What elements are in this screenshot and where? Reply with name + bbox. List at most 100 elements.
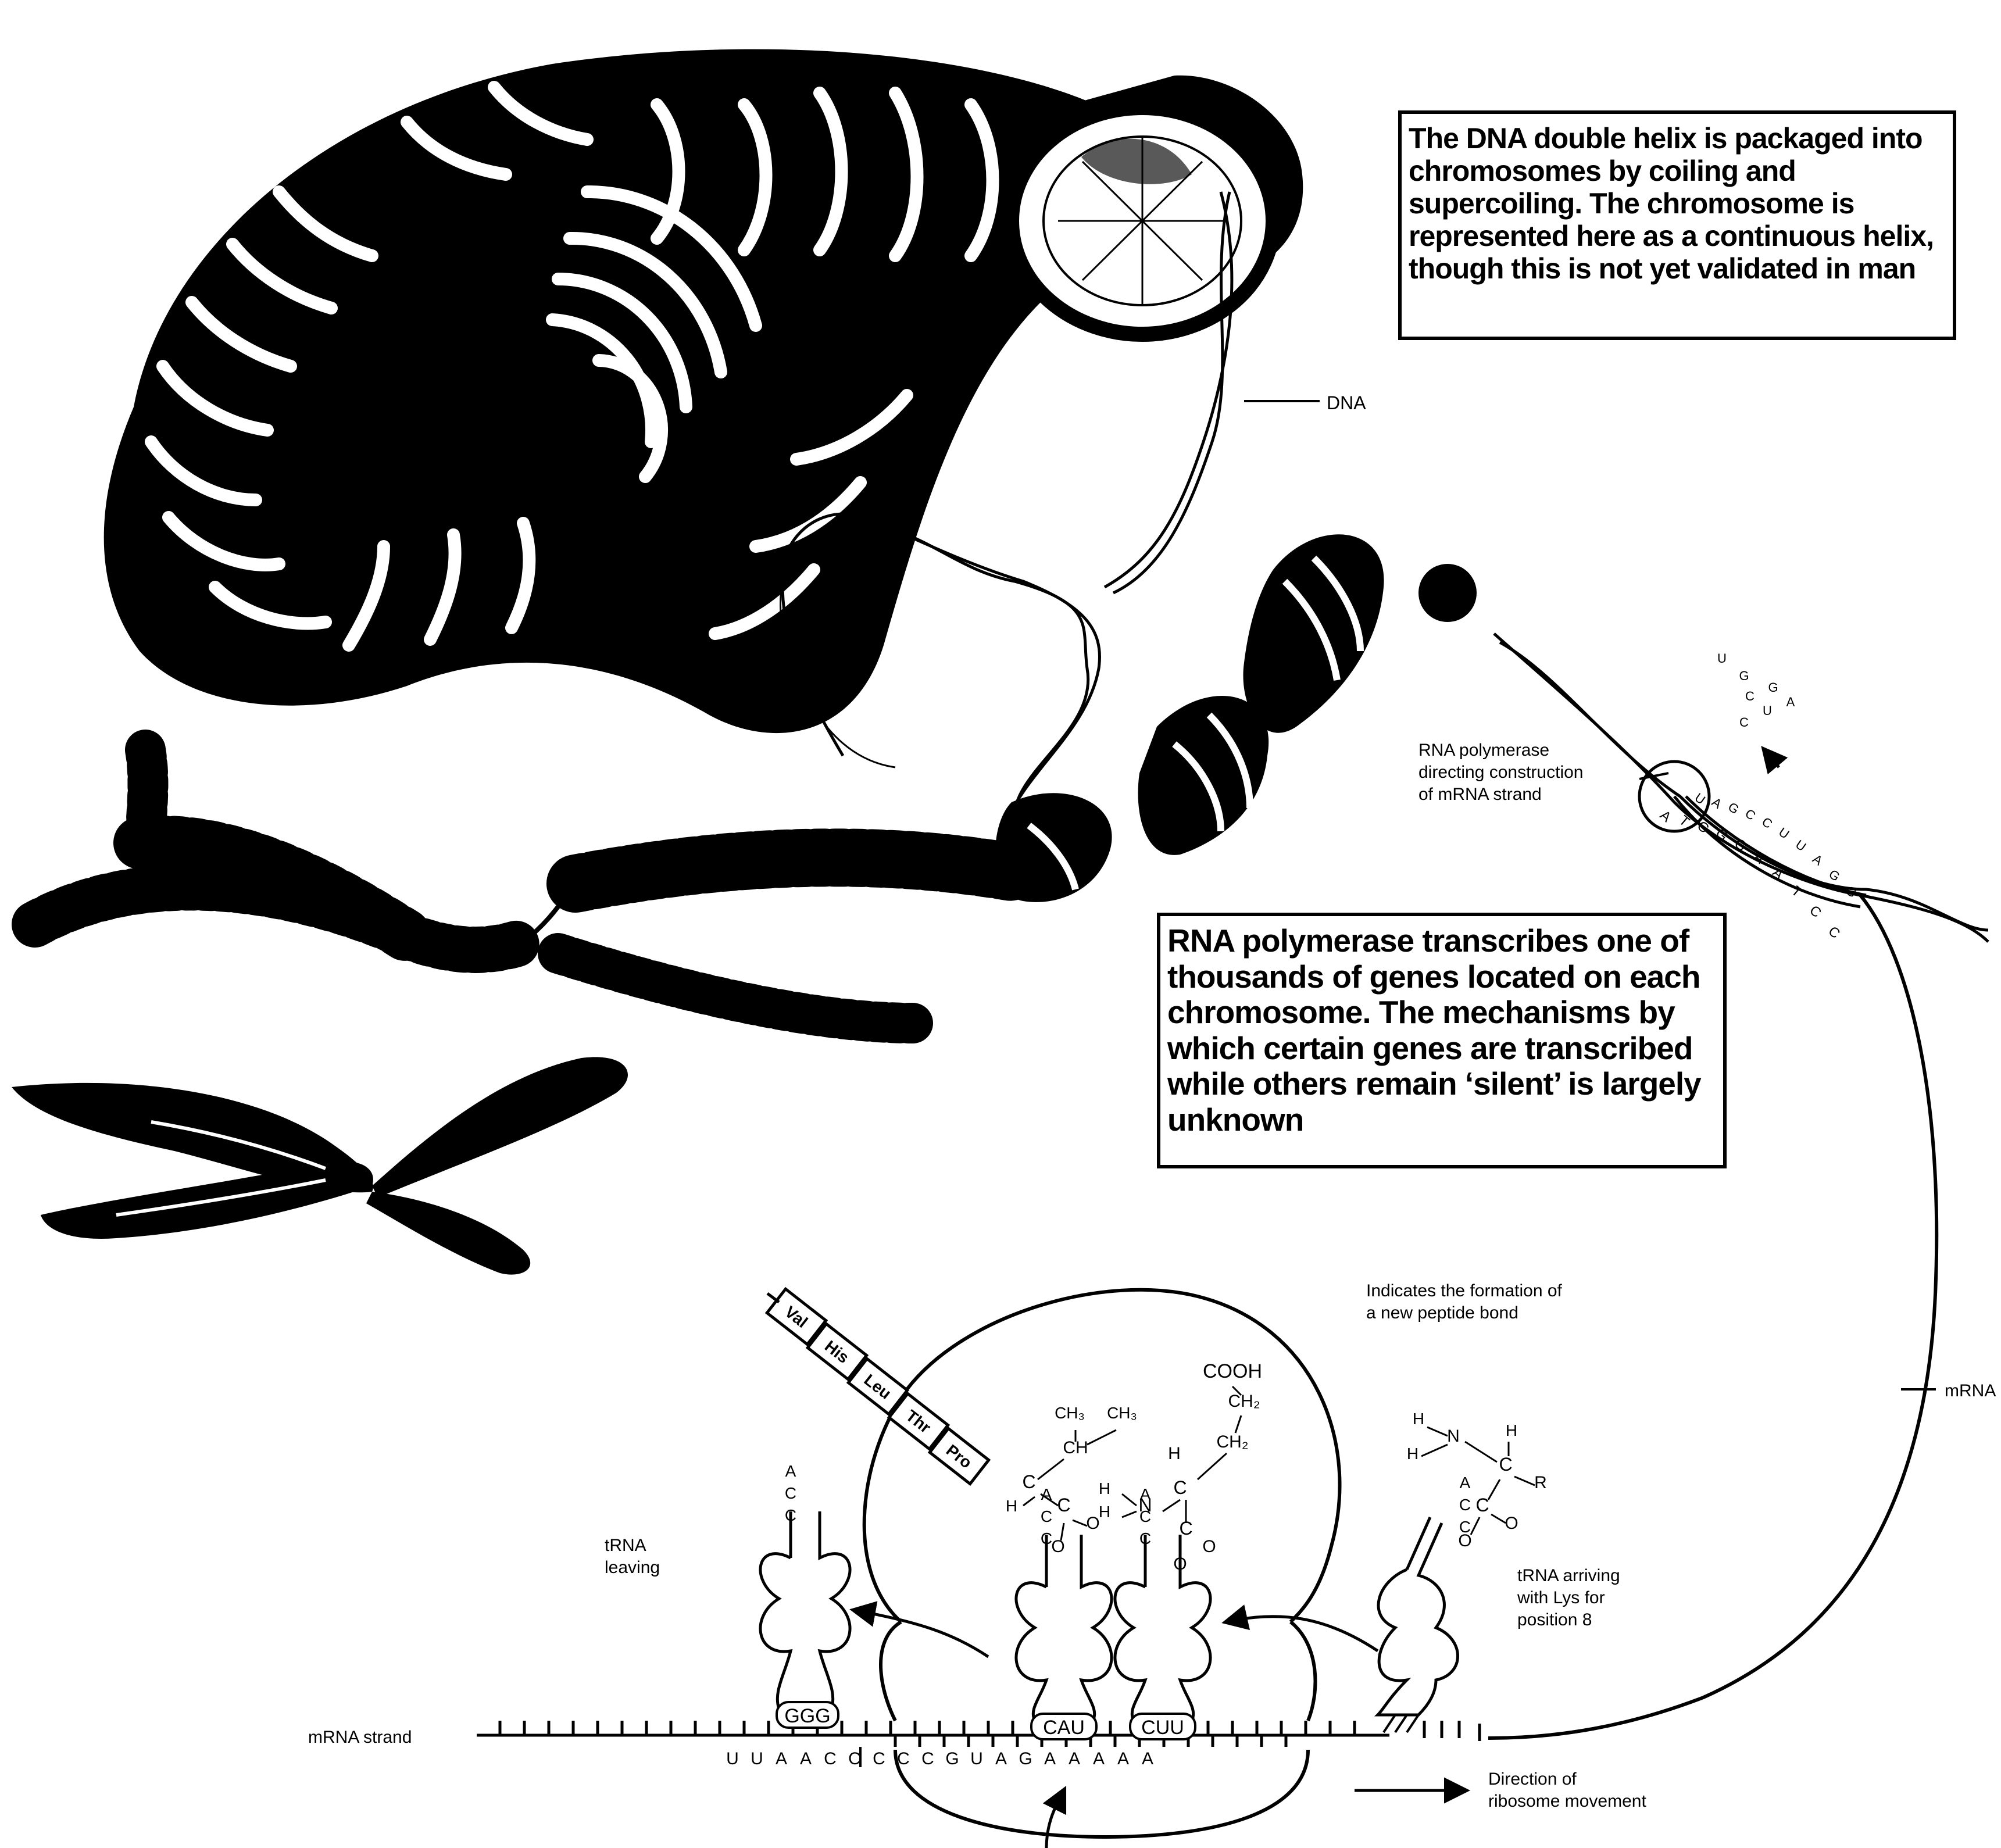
- anticodons: GGG CAU CUU: [777, 1702, 1418, 1739]
- free-nucleotide: U: [1717, 651, 1727, 666]
- acceptor-base: C: [1041, 1529, 1052, 1547]
- acceptor-base: C: [1459, 1496, 1471, 1514]
- free-nucleotide: C: [1745, 689, 1755, 703]
- label-trna-arriving: tRNA arriving with Lys for position 8: [1517, 1566, 1620, 1629]
- chem-atom: H: [1099, 1503, 1110, 1521]
- free-nucleotide: G: [1739, 669, 1749, 683]
- trna-a-site: [1115, 1535, 1210, 1721]
- svg-text:position 8: position 8: [1517, 1610, 1592, 1629]
- chem-atom: H: [1168, 1444, 1181, 1463]
- new-rna-base: G: [1725, 799, 1742, 817]
- mrna-base: A: [1117, 1749, 1129, 1768]
- label-rna-polymerase: RNA polymerase directing construction of…: [1418, 741, 1583, 804]
- svg-text:with Lys for: with Lys for: [1517, 1588, 1605, 1607]
- mrna-base: A: [800, 1749, 812, 1768]
- new-rna-base: G: [1843, 883, 1859, 900]
- chem-atom: N: [1138, 1495, 1152, 1515]
- mrna-base: A: [1093, 1749, 1105, 1768]
- metaphase-chromosome: [12, 1057, 628, 1274]
- label-peptide-bond: Indicates the formation of a new peptide…: [1366, 1281, 1563, 1322]
- chem-atom: O: [1458, 1531, 1471, 1550]
- mrna-base: C: [873, 1749, 885, 1768]
- new-rna-base: G: [1826, 867, 1842, 884]
- new-rna-base: U: [1776, 824, 1792, 842]
- template-base: A: [1657, 807, 1674, 825]
- chem-atom: CH₃: [1107, 1404, 1137, 1422]
- new-rna-base: U: [1793, 837, 1809, 855]
- mrna-base: A: [1069, 1749, 1080, 1768]
- chem-atom: C: [1173, 1477, 1187, 1498]
- template-base: C: [1806, 902, 1824, 921]
- chem-atom: C: [1022, 1471, 1035, 1492]
- transcription-note: RNA polymerase transcribes one of thousa…: [1157, 913, 1727, 1168]
- chem-atom: COOH: [1203, 1360, 1262, 1382]
- chem-atom: C: [1499, 1454, 1512, 1475]
- mrna-base: A: [995, 1749, 1007, 1768]
- free-nucleotide: A: [1786, 695, 1795, 709]
- new-rna-base: C: [1742, 806, 1758, 823]
- chem-atom: H: [1506, 1421, 1517, 1439]
- free-nucleotide: C: [1739, 715, 1749, 730]
- free-nucleotide: U: [1763, 703, 1772, 718]
- chem-atom: CH₃: [1055, 1404, 1085, 1422]
- svg-text:Direction of: Direction of: [1488, 1770, 1577, 1789]
- mrna-base: U: [726, 1749, 739, 1768]
- coiled-dna-segments: [995, 534, 1477, 902]
- svg-text:leaving: leaving: [605, 1558, 660, 1577]
- svg-text:Indicates the formation of: Indicates the formation of: [1366, 1281, 1563, 1300]
- trna-p-site: [1016, 1535, 1112, 1721]
- chem-atom: CH₂: [1217, 1432, 1249, 1452]
- svg-text:RNA polymerase: RNA polymerase: [1418, 741, 1549, 760]
- chem-atom: CH₂: [1228, 1392, 1260, 1411]
- anticodon-leaving: GGG: [784, 1705, 830, 1727]
- svg-text:a new peptide bond: a new peptide bond: [1366, 1303, 1518, 1322]
- new-rna-base: A: [1810, 852, 1825, 868]
- coiled-chromatin-strands: [35, 750, 1012, 1023]
- mrna-base: G: [1019, 1749, 1032, 1768]
- chem-atom: C: [1475, 1495, 1489, 1515]
- label-mrna-strand: mRNA strand: [308, 1728, 412, 1747]
- anticodon-site1: CAU: [1043, 1717, 1085, 1739]
- mrna-base: C: [921, 1749, 934, 1768]
- acceptor-base: C: [785, 1484, 796, 1502]
- svg-text:directing construction: directing construction: [1418, 763, 1583, 782]
- mrna-base: A: [1044, 1749, 1056, 1768]
- svg-text:tRNA arriving: tRNA arriving: [1517, 1566, 1620, 1585]
- acceptor-base: C: [1139, 1529, 1151, 1547]
- mrna-base: C: [848, 1749, 861, 1768]
- new-rna-base: C: [1759, 814, 1775, 832]
- mrna-base: U: [970, 1749, 983, 1768]
- free-nucleotide: G: [1768, 680, 1778, 695]
- trna-arriving: [1378, 1523, 1458, 1715]
- acceptor-base: A: [785, 1462, 796, 1480]
- anticodon-site2: CUU: [1141, 1717, 1184, 1739]
- chem-atom: R: [1534, 1473, 1547, 1492]
- template-base: C: [1825, 923, 1843, 942]
- mrna-base: A: [1142, 1749, 1153, 1768]
- chem-atom: H: [1006, 1497, 1017, 1515]
- mrna-base: U: [751, 1749, 763, 1768]
- mrna-base: C: [897, 1749, 910, 1768]
- supercoiled-chromosome: [104, 49, 1303, 734]
- acceptor-base: A: [1460, 1474, 1471, 1492]
- trna-leaving: [760, 1511, 850, 1709]
- chem-atom: H: [1099, 1479, 1110, 1497]
- chem-atom: O: [1505, 1514, 1518, 1533]
- label-dna: DNA: [1327, 392, 1366, 413]
- label-mrna: mRNA: [1945, 1381, 1996, 1400]
- chem-atom: O: [1173, 1554, 1187, 1574]
- chem-atom: H: [1413, 1410, 1424, 1428]
- mrna-base: G: [945, 1749, 959, 1768]
- new-rna-base: A: [1709, 795, 1725, 812]
- mrna-strand-line: [477, 1721, 1480, 1747]
- svg-text:tRNA: tRNA: [605, 1536, 646, 1555]
- mrna-base: A: [776, 1749, 787, 1768]
- chem-atom: C: [1057, 1495, 1070, 1515]
- label-direction: Direction of ribosome movement: [1488, 1770, 1646, 1811]
- svg-text:of mRNA strand: of mRNA strand: [1418, 785, 1542, 804]
- label-trna-leaving: tRNA leaving: [605, 1536, 660, 1577]
- acceptor-base: C: [1041, 1507, 1052, 1525]
